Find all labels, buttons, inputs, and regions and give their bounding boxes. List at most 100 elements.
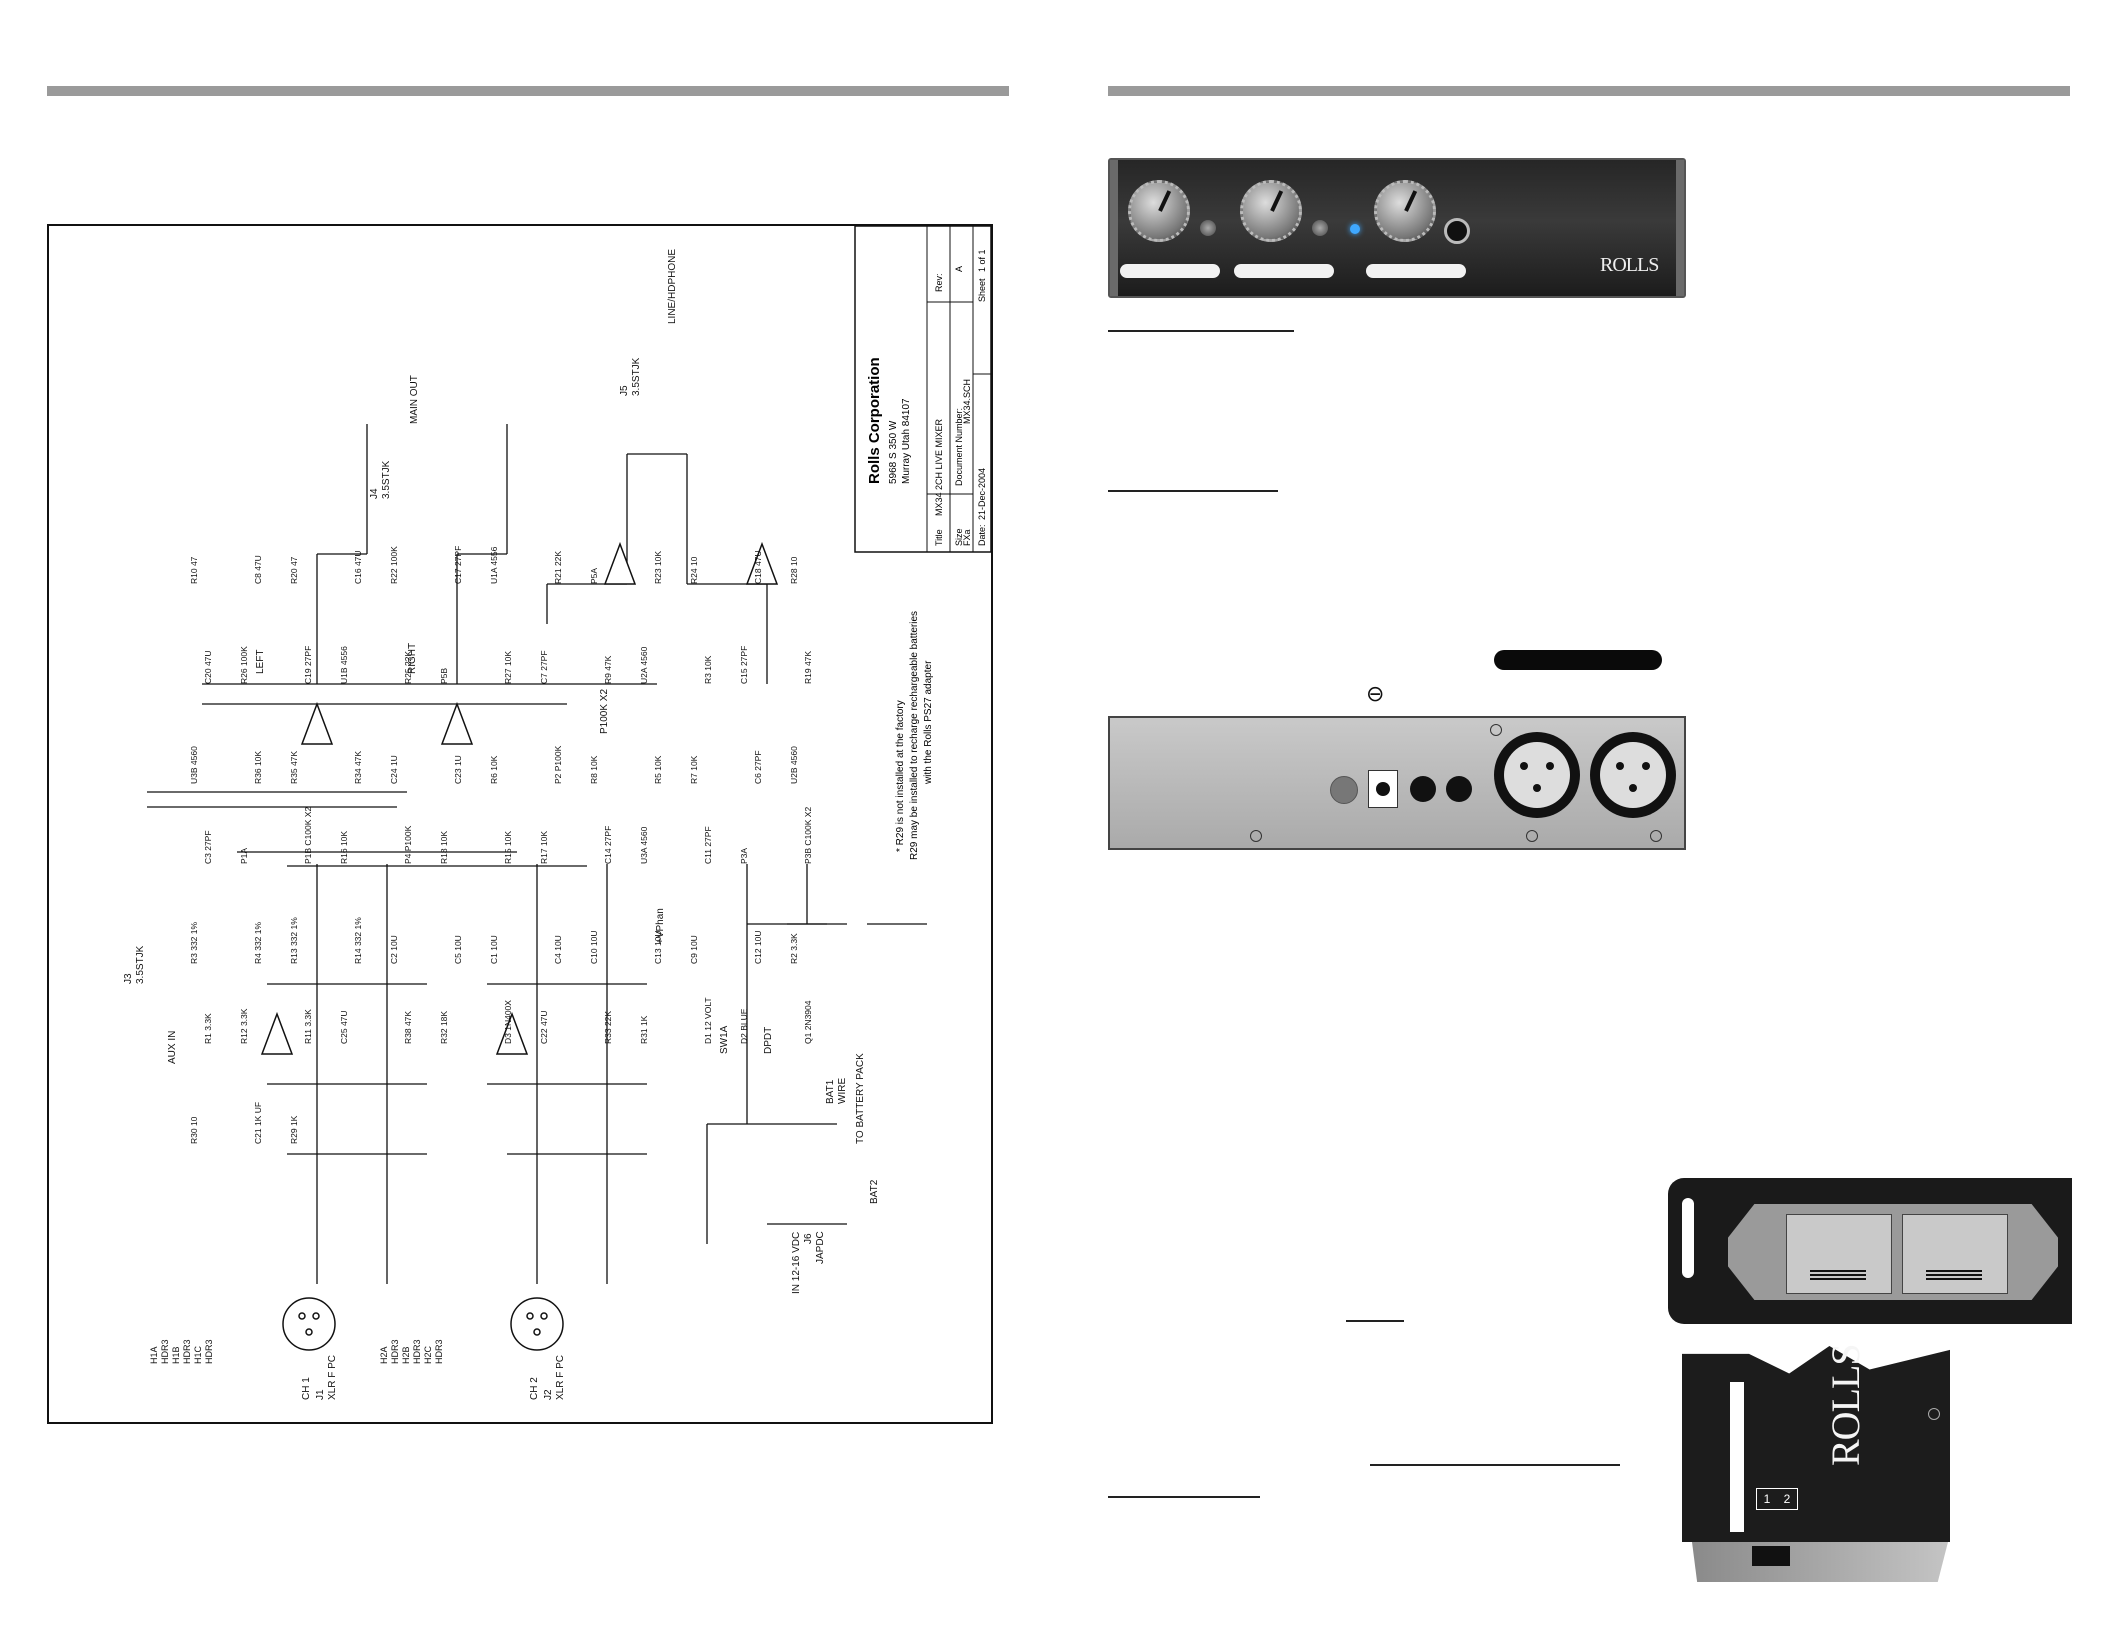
hdr-label: H1B	[171, 1346, 181, 1364]
component-label: R10 47	[189, 556, 199, 584]
label-j5: J5	[619, 385, 630, 396]
switch-label-2: 2	[1783, 1492, 1791, 1506]
knob-ch2[interactable]	[1240, 180, 1302, 242]
label-vphan: +VPhan	[655, 908, 666, 944]
rev-label: Rev:	[934, 273, 944, 292]
side-panel-connector	[1752, 1546, 1790, 1566]
heading-rule-5	[1108, 1496, 1260, 1498]
component-label: R29 1K	[289, 1115, 299, 1144]
label-j3: J3	[123, 973, 134, 984]
component-label: R3 10K	[703, 655, 713, 684]
trim-knob-2[interactable]	[1312, 220, 1328, 236]
component-label: U2A 4560	[639, 646, 649, 684]
component-label: C19 27PF	[303, 646, 313, 684]
screw-2	[1250, 830, 1262, 842]
bracket-window-2	[1902, 1214, 2008, 1294]
side-panel-body	[1682, 1346, 1950, 1542]
component-label: U3B 4560	[189, 746, 199, 784]
hdr-label: H1C	[193, 1345, 203, 1364]
xlr-input-2[interactable]	[1590, 732, 1676, 818]
headphone-jack[interactable]	[1444, 218, 1470, 244]
label-dpdt: DPDT	[763, 1027, 774, 1054]
side-panel-bar	[1730, 1382, 1744, 1532]
label-j4: J4	[369, 488, 380, 499]
title-value: MX34 2CH LIVE MIXER	[934, 418, 944, 516]
component-label: R23 10K	[653, 551, 663, 584]
hdr-label: H1A	[149, 1346, 159, 1364]
screw-3	[1526, 830, 1538, 842]
component-label: C4 10U	[553, 935, 563, 964]
label-strip-1	[1120, 264, 1220, 278]
screw-4	[1650, 830, 1662, 842]
rev-value: A	[954, 266, 964, 272]
label-ch1: CH 1	[301, 1377, 312, 1400]
main-out-jack[interactable]	[1446, 776, 1472, 802]
side-panel-brand: ROLLS	[1823, 1344, 1868, 1466]
label-j1: J1	[315, 1389, 326, 1400]
knob-ch1[interactable]	[1128, 180, 1190, 242]
component-label: R27 10K	[503, 651, 513, 684]
heading-rule-3	[1346, 1320, 1404, 1322]
switch-label-1: 1	[1763, 1492, 1771, 1506]
label-j1-type: XLR F PC	[327, 1355, 338, 1400]
component-label: D1 12 VOLT	[703, 997, 713, 1044]
hdr-label: HDR3	[160, 1339, 170, 1364]
hdr-label: H2A	[379, 1346, 389, 1364]
title-label: Title	[934, 529, 944, 546]
schematic-notes: * R29 is not installed at the factory R2…	[895, 611, 934, 860]
component-label: C11 27PF	[703, 826, 713, 864]
sheet-label: Sheet	[977, 278, 987, 302]
screw-1	[1490, 724, 1502, 736]
component-label: P1A	[239, 848, 249, 864]
component-label: R33 22K	[603, 1011, 613, 1044]
opamps	[260, 541, 779, 1055]
rear-button[interactable]	[1330, 776, 1358, 804]
component-label: R38 47K	[403, 1011, 413, 1044]
component-label: R35 47K	[289, 751, 299, 784]
dc-power-jack[interactable]	[1368, 770, 1398, 808]
component-label: C22 47U	[539, 1010, 549, 1044]
label-left: LEFT	[255, 650, 266, 674]
size-value: FXa	[962, 529, 972, 546]
xlr-input-1[interactable]	[1494, 732, 1580, 818]
component-label: U2B 4560	[789, 746, 799, 784]
front-panel-brand: ROLLS	[1600, 254, 1659, 276]
component-label: R19 47K	[803, 651, 813, 684]
label-p100k: P100K X2	[599, 689, 610, 734]
aux-jack[interactable]	[1410, 776, 1436, 802]
component-label: R36 10K	[253, 751, 263, 784]
component-label: C15 27PF	[739, 646, 749, 684]
component-label: C21 1K UF	[253, 1102, 263, 1144]
label-battery: TO BATTERY PACK	[855, 1053, 866, 1144]
hdr-label: H2C	[423, 1345, 433, 1364]
side-panel-switch-box: 1 2	[1756, 1488, 1798, 1510]
label-j5-type: 3.5STJK	[631, 357, 642, 396]
front-panel-image: ROLLS	[1108, 158, 1686, 298]
side-panel-base	[1692, 1542, 1948, 1582]
component-label: R26 100K	[239, 646, 249, 684]
right-page-rule	[1108, 86, 2070, 96]
note-2: R29 may be installed to recharge recharg…	[909, 611, 920, 860]
sheet-value: 1 of 1	[977, 249, 987, 272]
label-japdc: JAPDC	[815, 1231, 826, 1264]
component-label: C1 10U	[489, 935, 499, 964]
side-panel-image: ROLLS 1 2	[1682, 1344, 1950, 1590]
component-label: R28 10	[789, 556, 799, 584]
label-j4-type: 3.5STJK	[381, 460, 392, 499]
trim-knob-1[interactable]	[1200, 220, 1216, 236]
side-panel-screw	[1928, 1408, 1940, 1420]
component-label: C2 10U	[389, 935, 399, 964]
component-label: R25 22K	[403, 651, 413, 684]
title-block: Rolls Corporation 5968 S 350 W Murray Ut…	[854, 225, 992, 553]
hdr-label: HDR3	[434, 1339, 444, 1364]
component-label: Q1 2N3904	[803, 1000, 813, 1044]
label-main-out: MAIN OUT	[409, 375, 420, 424]
label-bat2: BAT2	[869, 1179, 880, 1204]
component-label: R14 332 1%	[353, 917, 363, 964]
component-label: C6 27PF	[753, 750, 763, 784]
docnum-value: MX34.SCH	[962, 379, 972, 424]
knob-master[interactable]	[1374, 180, 1436, 242]
